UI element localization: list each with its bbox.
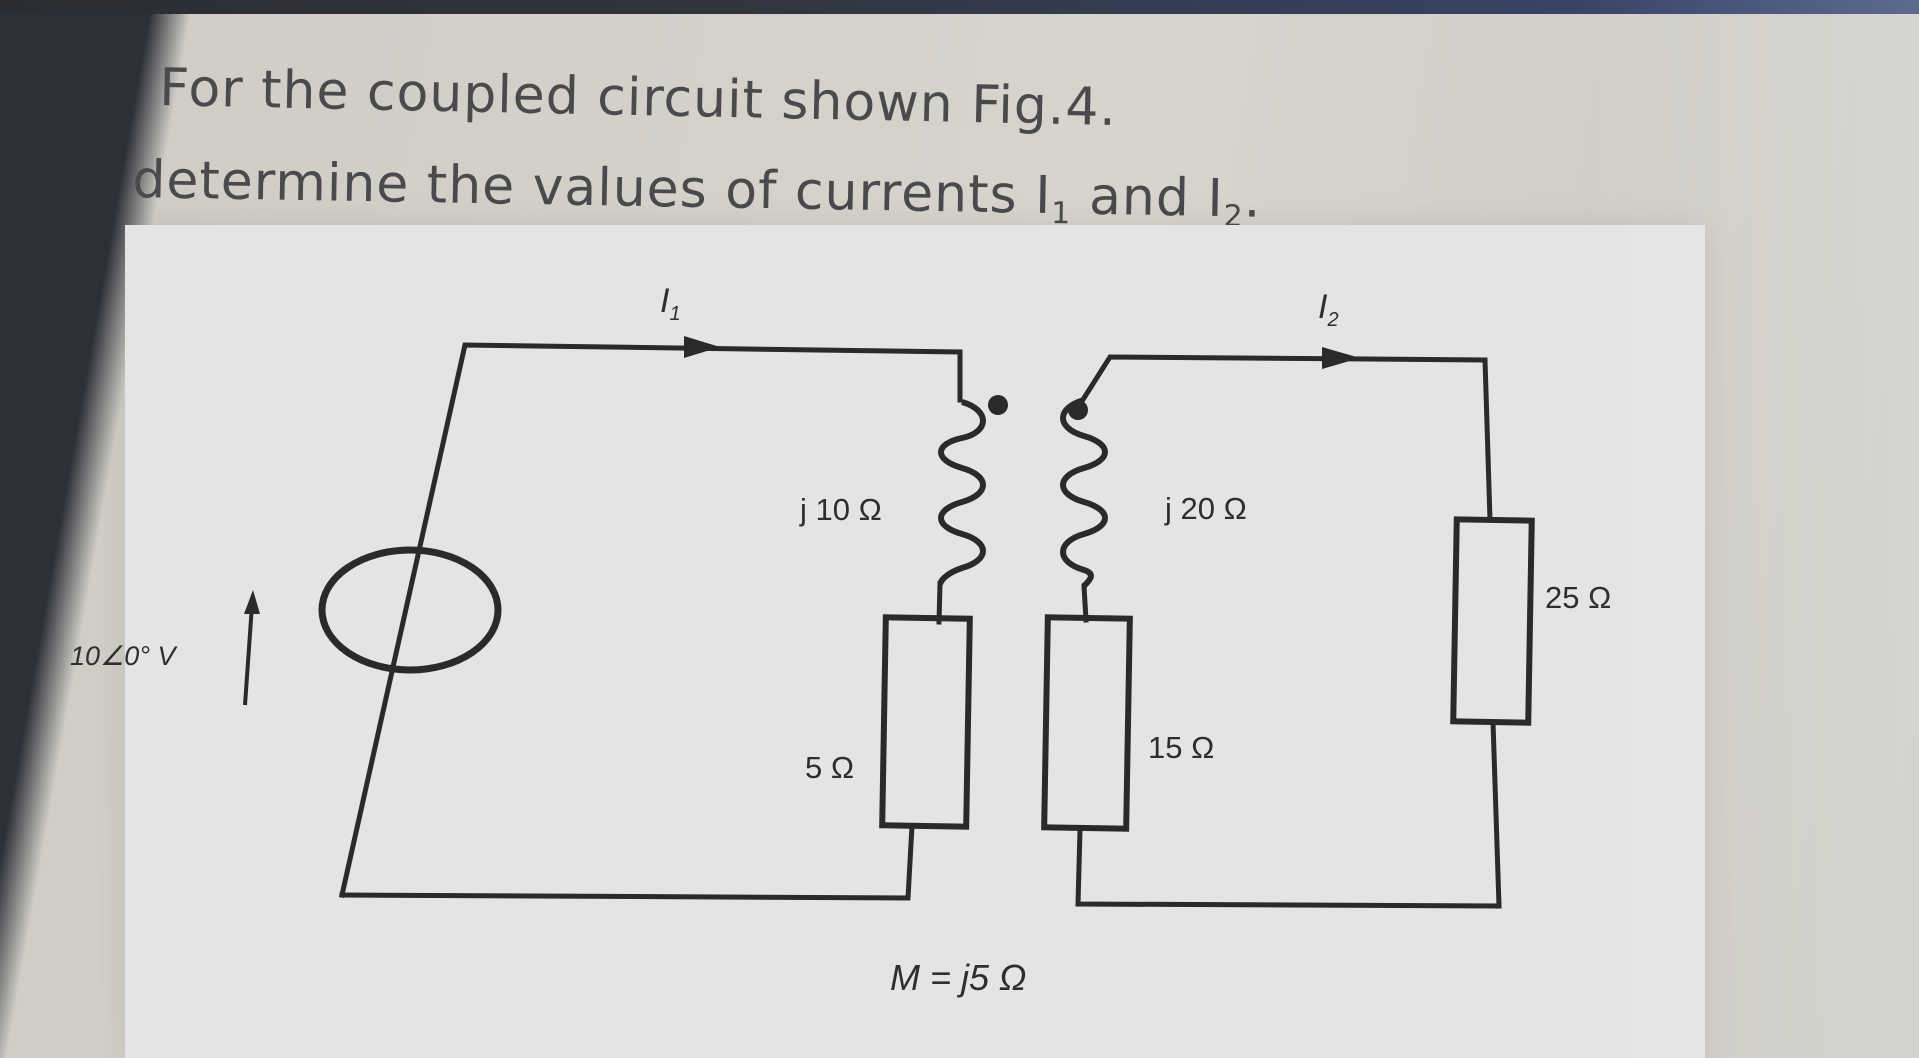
secondary-inductor-to-resistor-wire <box>1081 583 1089 623</box>
secondary-top-wire <box>1080 354 1493 523</box>
secondary-inductor-coil <box>1060 397 1108 589</box>
primary-inductor-coil <box>937 399 986 586</box>
primary-polarity-dot <box>988 395 1008 415</box>
source-voltage-label: 10∠0° V <box>70 641 179 671</box>
source-direction-arrow <box>243 604 254 706</box>
secondary-right-wire <box>1490 719 1502 909</box>
window-top-bar <box>0 0 1919 14</box>
primary-resistor-5-ohm <box>879 614 973 830</box>
secondary-inductor-label: j 20 Ω <box>1164 491 1247 526</box>
primary-resistor-label: 5 Ω <box>805 750 854 785</box>
secondary-polarity-dot <box>1068 400 1088 420</box>
primary-bottom-wire <box>339 823 915 901</box>
primary-top-wire <box>339 342 963 898</box>
primary-inductor-label: j 10 Ω <box>799 492 882 527</box>
current-label-2: I2 <box>1318 288 1339 331</box>
load-resistor-25-ohm <box>1450 516 1535 726</box>
secondary-resistor-15-ohm <box>1041 614 1133 832</box>
current-arrow-1 <box>684 336 720 358</box>
load-resistor-label: 25 Ω <box>1545 580 1611 615</box>
current-arrow-2 <box>1322 347 1360 369</box>
current-label-1: I1 <box>660 282 681 325</box>
source-arrow-head <box>244 590 260 614</box>
figure-panel <box>125 225 1705 1058</box>
mutual-inductance-label: M = j5 Ω <box>890 957 1026 998</box>
voltage-source-symbol <box>318 546 502 674</box>
secondary-resistor-label: 15 Ω <box>1148 730 1214 765</box>
secondary-bottom-wire <box>1075 827 1502 909</box>
